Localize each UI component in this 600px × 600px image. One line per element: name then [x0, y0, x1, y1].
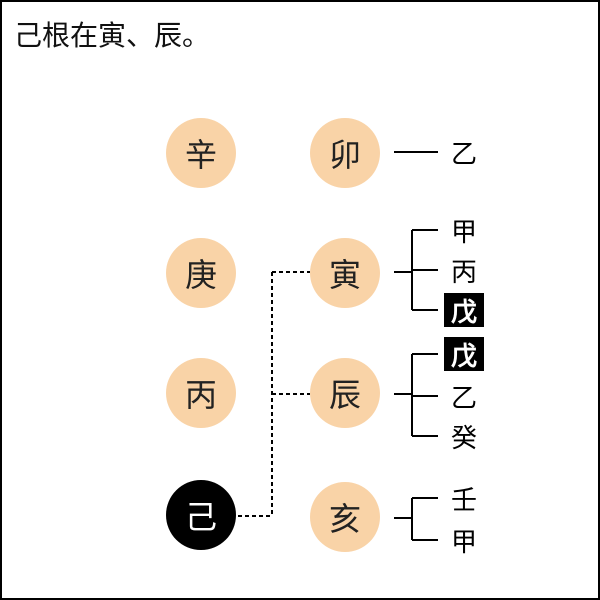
branch-circle-hai: 亥 [310, 482, 380, 552]
hidden-stem-chen-3: 癸 [450, 423, 477, 454]
branch-circle-mao: 卯 [310, 118, 380, 188]
stem-circle-ji: 己 [166, 480, 236, 550]
hidden-stem-chen-1: 戊 [444, 337, 484, 372]
hidden-stem-yin-1: 甲 [450, 217, 477, 248]
hidden-stem-chen-2: 乙 [450, 383, 477, 414]
hidden-stem-yin-3: 戊 [444, 293, 484, 328]
branch-circle-chen: 辰 [310, 358, 380, 428]
stem-circle-xin: 辛 [166, 118, 236, 188]
page-title: 己根在寅、辰。 [14, 19, 211, 52]
hidden-stem-yin-2: 丙 [450, 257, 477, 288]
stem-circle-bing: 丙 [166, 358, 236, 428]
hidden-stem-hai-2: 甲 [450, 527, 477, 558]
branch-circle-yin: 寅 [310, 238, 380, 308]
stem-circle-geng: 庚 [166, 238, 236, 308]
hidden-stem-hai-1: 壬 [450, 485, 477, 516]
hidden-stem-mao-1: 乙 [450, 139, 477, 170]
